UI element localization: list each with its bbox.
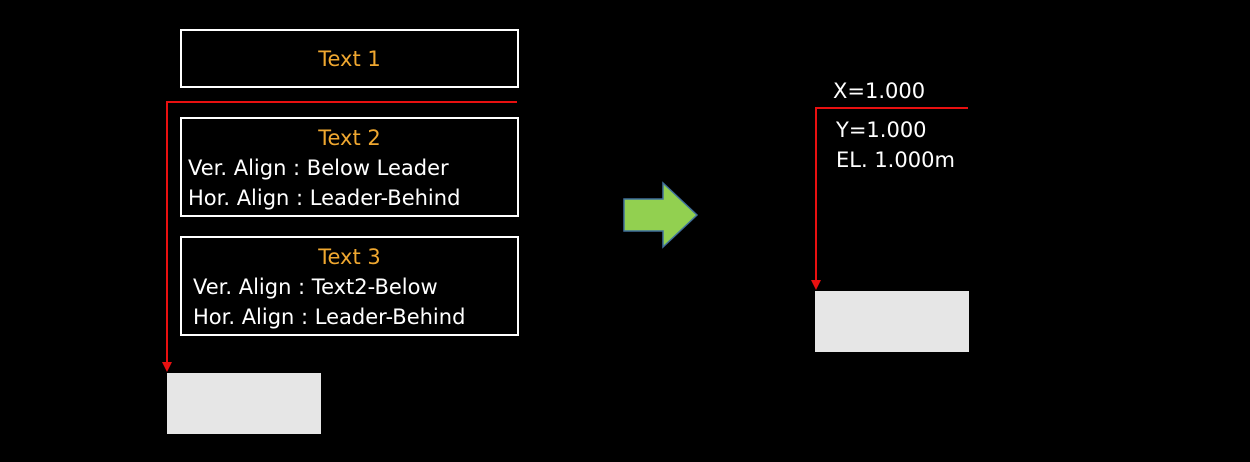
right-target-box xyxy=(815,291,969,352)
left-target-box xyxy=(167,373,321,434)
y-coordinate-label: Y=1.000 xyxy=(836,118,927,142)
text2-ver-align: Ver. Align : Below Leader xyxy=(188,156,449,180)
text2-box: Text 2 Ver. Align : Below Leader Hor. Al… xyxy=(180,117,519,217)
text2-title: Text 2 xyxy=(318,126,381,150)
x-coordinate-label: X=1.000 xyxy=(833,79,926,103)
text3-title: Text 3 xyxy=(318,245,381,269)
elevation-label: EL. 1.000m xyxy=(836,148,955,172)
text3-hor-align: Hor. Align : Leader-Behind xyxy=(193,305,466,329)
text3-ver-align: Ver. Align : Text2-Below xyxy=(193,275,438,299)
text1-title: Text 1 xyxy=(318,47,381,71)
text3-box: Text 3 Ver. Align : Text2-Below Hor. Ali… xyxy=(180,236,519,336)
text1-box: Text 1 xyxy=(180,29,519,88)
text2-hor-align: Hor. Align : Leader-Behind xyxy=(188,186,461,210)
right-arrow-icon xyxy=(623,181,699,249)
